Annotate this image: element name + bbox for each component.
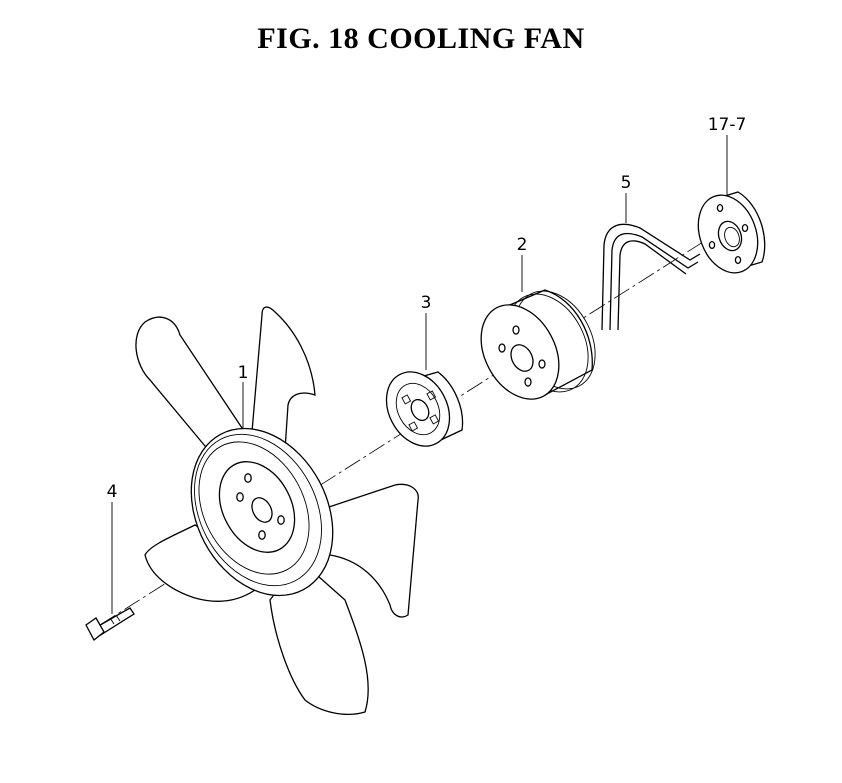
cooling-fan	[135, 306, 419, 715]
fan-flange	[697, 191, 766, 274]
fan-center-hole	[251, 497, 273, 523]
fan-blade-upper	[249, 306, 316, 456]
fan-pulley	[480, 289, 596, 400]
callout-pulley: 2	[517, 235, 528, 255]
figure-title: FIG. 18 COOLING FAN	[257, 22, 585, 55]
fan-spacer	[385, 371, 464, 447]
callout-flange: 17-7	[708, 115, 747, 135]
fan-blade-right	[319, 483, 419, 618]
fan-bolt	[85, 607, 135, 641]
fan-blade-lower	[269, 559, 369, 715]
callout-belt: 5	[621, 173, 632, 193]
callout-spacer: 3	[421, 293, 432, 313]
callout-fan: 1	[238, 363, 249, 383]
callout-bolt: 4	[107, 482, 118, 502]
fan-blade-lower-left	[144, 524, 256, 602]
v-belt	[601, 223, 701, 331]
fan-blade-upper-left	[135, 316, 251, 472]
